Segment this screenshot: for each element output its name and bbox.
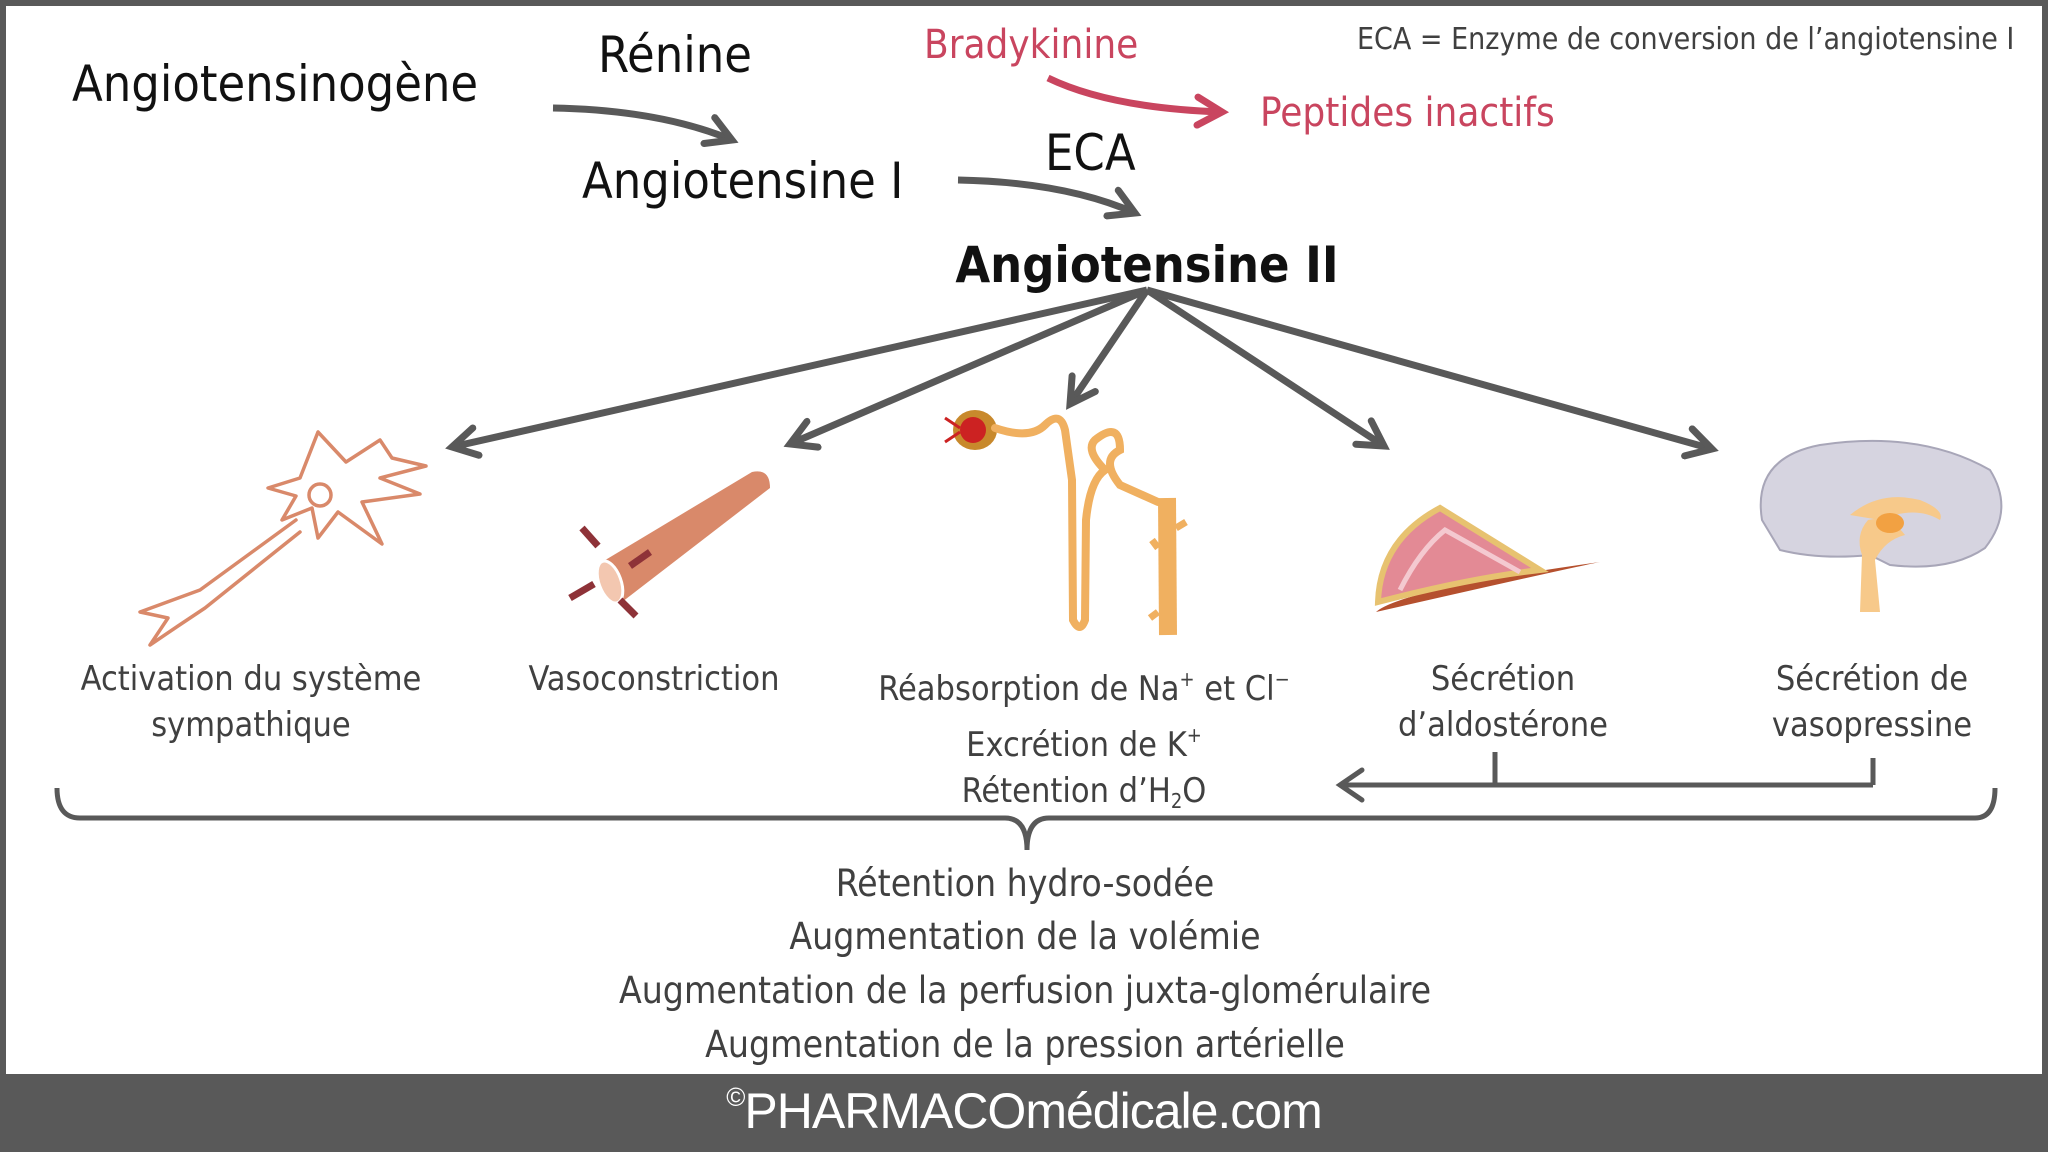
- effect-vasoconstriction-line1: Vasoconstriction: [528, 659, 780, 699]
- bradykinin-arrow: [1046, 74, 1230, 129]
- effect-sympathetic-line1: Activation du système: [80, 659, 422, 699]
- effect-aldosterone-line2: d’aldostérone: [1397, 705, 1609, 745]
- effect-aldosterone: Sécrétion d’aldostérone: [1398, 656, 1608, 748]
- arrow-to-nephron: [1066, 288, 1150, 410]
- footer-bar: ©PHARMACOmédicale.com: [0, 1074, 2048, 1152]
- footer-copyright: ©PHARMACOmédicale.com: [726, 1082, 1323, 1140]
- arrow-to-vasoconstriction: [783, 286, 1149, 451]
- effect-renal-line1: Réabsorption de Na+ et Cl−: [878, 667, 1290, 709]
- effect-vasopressin-line1: Sécrétion de: [1775, 659, 1969, 699]
- arrow-to-vasopressin: [1146, 286, 1719, 460]
- adrenal-gland-icon: [1374, 504, 1600, 612]
- effect-sympathetic: Activation du système sympathique: [81, 656, 422, 748]
- renin-label: Rénine: [598, 26, 752, 84]
- effect-arrows: [445, 286, 1719, 460]
- outcome-2: Augmentation de la volémie: [789, 915, 1261, 958]
- inactive-peptides-label: Peptides inactifs: [1260, 90, 1555, 136]
- effect-vasoconstriction: Vasoconstriction: [529, 656, 780, 702]
- eca-label: ECA: [1045, 124, 1136, 182]
- angiotensin-ii-label: Angiotensine II: [955, 236, 1339, 294]
- grouping-brace: [54, 787, 1998, 851]
- eca-definition-note: ECA = Enzyme de conversion de l’angioten…: [1357, 22, 2015, 57]
- effect-vasopressin: Sécrétion de vasopressine: [1772, 656, 1972, 748]
- angiotensin-i-label: Angiotensine I: [582, 152, 904, 210]
- nephron-icon: [944, 410, 1188, 636]
- effect-vasopressin-line2: vasopressine: [1771, 705, 1973, 745]
- brain-icon: [1759, 439, 2003, 612]
- arrow-to-aldosterone: [1145, 287, 1390, 450]
- effect-aldosterone-line1: Sécrétion: [1430, 659, 1576, 699]
- outcome-4: Augmentation de la pression artérielle: [705, 1023, 1345, 1066]
- copyright-symbol: ©: [726, 1082, 745, 1112]
- feedback-arrow: [1335, 752, 1876, 803]
- effect-renal-line2: Excrétion de K+: [966, 723, 1202, 765]
- bradykinin-label: Bradykinine: [924, 22, 1139, 68]
- effect-renal: Réabsorption de Na+ et Cl− Excrétion de …: [878, 656, 1290, 824]
- effect-renal-line3: Rétention d’H2O: [961, 771, 1207, 813]
- blood-vessel-icon: [568, 471, 770, 619]
- arrow-to-sympathetic: [445, 286, 1148, 459]
- footer-site-name: PHARMACOmédicale.com: [744, 1083, 1322, 1139]
- angiotensinogen-label: Angiotensinogène: [72, 55, 479, 113]
- neuron-icon: [138, 430, 428, 647]
- effect-sympathetic-line2: sympathique: [151, 705, 351, 745]
- renin-arrow: [552, 104, 739, 148]
- outcome-1: Rétention hydro-sodée: [835, 862, 1215, 905]
- outcome-3: Augmentation de la perfusion juxta-glomé…: [618, 969, 1432, 1012]
- eca-arrow: [957, 176, 1142, 220]
